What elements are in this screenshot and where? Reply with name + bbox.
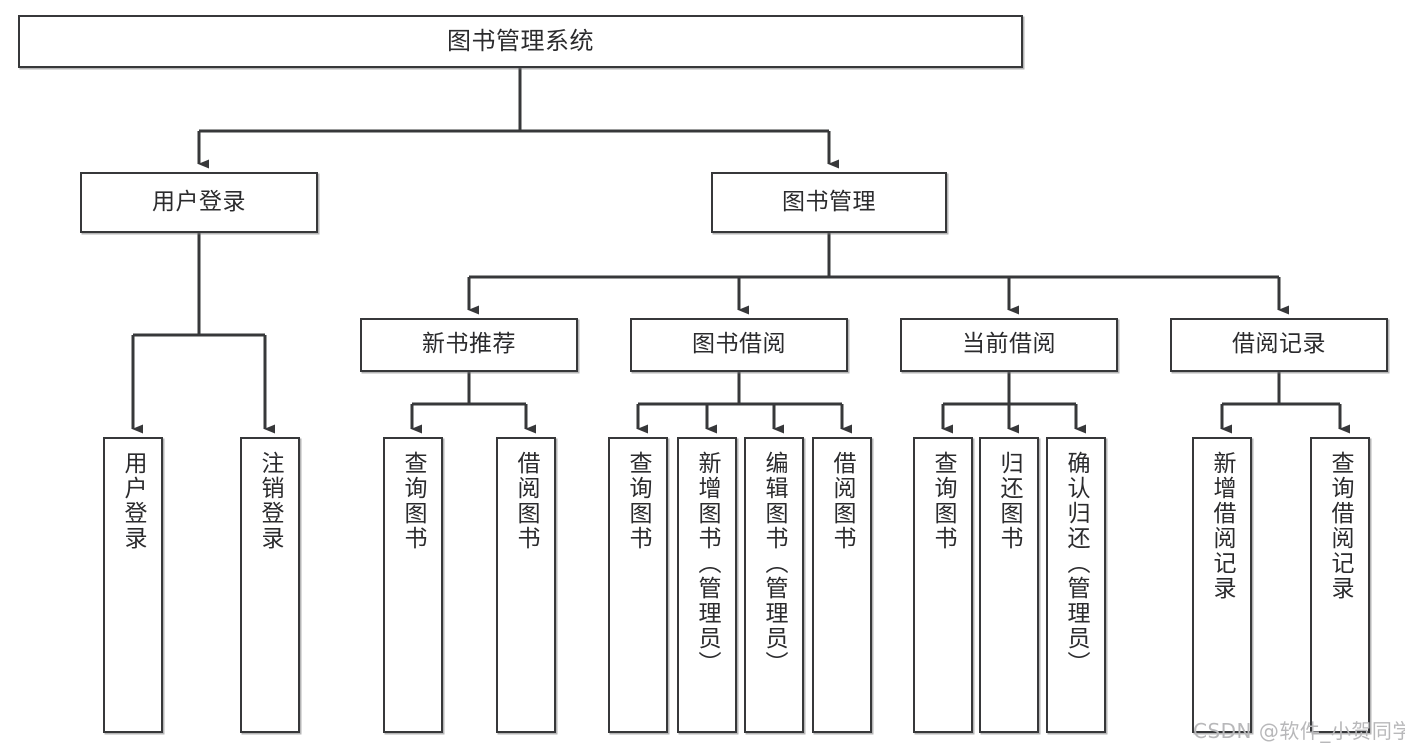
leaf-confirm-return-admin[interactable]: 确认归还（管理员） bbox=[1046, 437, 1106, 733]
node-new-book-recommend[interactable]: 新书推荐 bbox=[360, 318, 578, 372]
node-label: 借阅记录 bbox=[1232, 331, 1326, 358]
node-borrow-record[interactable]: 借阅记录 bbox=[1170, 318, 1388, 372]
node-label: 借阅图书 bbox=[513, 451, 540, 551]
node-label: 查询图书 bbox=[930, 451, 957, 551]
node-book-borrow[interactable]: 图书借阅 bbox=[630, 318, 848, 372]
node-label: 图书管理系统 bbox=[447, 27, 594, 56]
leaf-query-borrow-record[interactable]: 查询借阅记录 bbox=[1310, 437, 1370, 733]
csdn-watermark: CSDN @软件_小贺同学 bbox=[1193, 719, 1405, 743]
node-label: 新增借阅记录 bbox=[1209, 451, 1236, 601]
leaf-logout[interactable]: 注销登录 bbox=[240, 437, 300, 733]
leaf-borrow-book-recommend[interactable]: 借阅图书 bbox=[496, 437, 556, 733]
leaf-query-book-current[interactable]: 查询图书 bbox=[913, 437, 973, 733]
leaf-user-login[interactable]: 用户登录 bbox=[103, 437, 163, 733]
node-label: 查询图书 bbox=[400, 451, 427, 551]
leaf-add-book-admin[interactable]: 新增图书（管理员） bbox=[677, 437, 737, 733]
leaf-add-borrow-record[interactable]: 新增借阅记录 bbox=[1192, 437, 1252, 733]
leaf-borrow-book[interactable]: 借阅图书 bbox=[812, 437, 872, 733]
node-label: 编辑图书（管理员） bbox=[761, 451, 788, 676]
node-label: 注销登录 bbox=[257, 451, 284, 551]
node-label: 新书推荐 bbox=[422, 331, 516, 358]
node-user-login[interactable]: 用户登录 bbox=[80, 172, 318, 233]
node-label: 归还图书 bbox=[996, 451, 1023, 551]
node-label: 用户登录 bbox=[120, 451, 147, 551]
node-label: 确认归还（管理员） bbox=[1063, 451, 1090, 676]
leaf-edit-book-admin[interactable]: 编辑图书（管理员） bbox=[744, 437, 804, 733]
leaf-query-book-recommend[interactable]: 查询图书 bbox=[383, 437, 443, 733]
node-label: 借阅图书 bbox=[829, 451, 856, 551]
node-root-system[interactable]: 图书管理系统 bbox=[18, 15, 1023, 68]
node-label: 图书管理 bbox=[782, 188, 876, 215]
node-label: 新增图书（管理员） bbox=[694, 451, 721, 676]
node-label: 用户登录 bbox=[152, 188, 246, 215]
node-label: 查询图书 bbox=[625, 451, 652, 551]
node-label: 当前借阅 bbox=[962, 331, 1056, 358]
node-label: 查询借阅记录 bbox=[1327, 451, 1354, 601]
leaf-query-book-borrow[interactable]: 查询图书 bbox=[608, 437, 668, 733]
node-label: 图书借阅 bbox=[692, 331, 786, 358]
node-book-management[interactable]: 图书管理 bbox=[711, 172, 947, 233]
leaf-return-book[interactable]: 归还图书 bbox=[979, 437, 1039, 733]
node-current-borrow[interactable]: 当前借阅 bbox=[900, 318, 1118, 372]
